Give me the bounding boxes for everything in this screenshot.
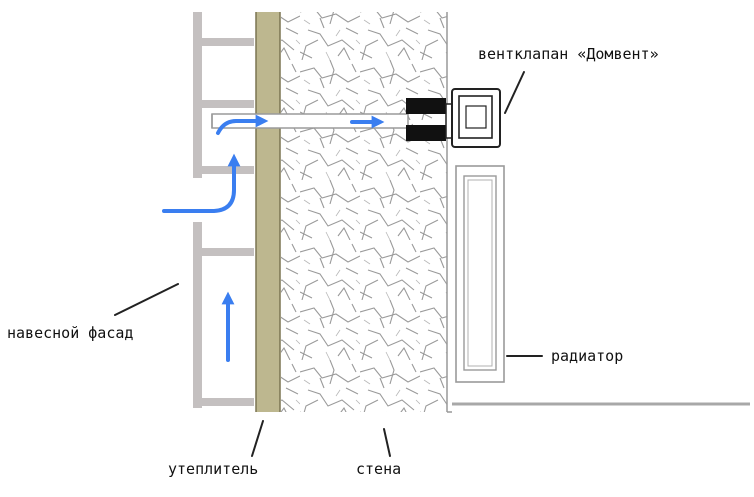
facade-rail bbox=[198, 166, 254, 174]
insulation-layer bbox=[256, 12, 280, 412]
arrow-icon bbox=[162, 153, 241, 213]
facade-rail bbox=[198, 100, 254, 108]
label-radiator: радиатор bbox=[551, 347, 624, 365]
leader-valve bbox=[504, 71, 525, 114]
label-wall: стена bbox=[356, 460, 402, 478]
airflow bbox=[162, 114, 385, 362]
label-valve: вентклапан «Домвент» bbox=[478, 45, 659, 63]
label-insulation: утеплитель bbox=[168, 460, 259, 478]
wall bbox=[281, 12, 447, 412]
leader-wall bbox=[383, 428, 391, 457]
facade-rail bbox=[198, 398, 254, 406]
facade-rail bbox=[198, 248, 254, 256]
radiator-icon bbox=[455, 165, 505, 383]
valve-icon bbox=[406, 88, 501, 148]
label-facade: навесной фасад bbox=[7, 324, 134, 342]
leader-insulation bbox=[251, 420, 264, 457]
facade-rail bbox=[198, 38, 254, 46]
leader-facade bbox=[114, 283, 179, 316]
arrow-icon bbox=[216, 114, 269, 135]
leader-lines bbox=[114, 71, 543, 457]
